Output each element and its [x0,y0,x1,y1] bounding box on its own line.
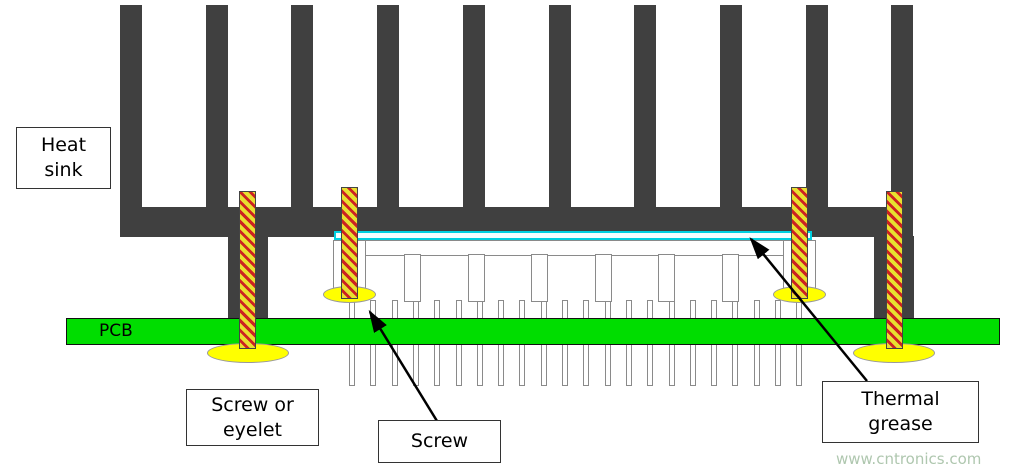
heat-sink-fin [548,5,571,208]
watermark: www.cntronics.com [836,450,982,468]
pcb-label: PCB [99,321,133,341]
heat-sink-label-text: Heat sink [40,134,87,181]
thermal-grease-label-text: Thermal grease [861,388,940,435]
heat-sink-fin [634,5,657,208]
screw-left-inner [341,187,358,299]
component-lead [658,254,676,302]
heat-sink-fin [291,5,314,208]
component-lead [594,254,612,302]
thermal-grease-label: Thermal grease [822,381,979,443]
thermal-grease-layer [334,231,812,240]
heat-sink-fin [719,5,742,208]
component-lead [467,254,485,302]
heat-sink-fin [805,5,828,208]
screw-or-eyelet-label: Screw or eyelet [186,389,319,446]
heat-sink-fin [120,5,142,208]
pcb-board [66,318,1000,345]
screw-or-eyelet-label-text: Screw or eyelet [211,393,294,441]
component-lead [404,254,421,302]
screw-right-outer [886,191,903,349]
screw-label-text: Screw [410,430,469,453]
heat-sink-fin [377,5,400,208]
screw-label: Screw [378,420,501,463]
heat-sink-fin [891,5,914,208]
heat-sink-label: Heat sink [16,127,111,189]
component-lead [531,254,549,302]
component-lead [722,254,739,302]
screw-right-inner [791,187,808,299]
heat-sink-fin [462,5,485,208]
screw-left-outer [239,191,256,349]
heat-sink-fin [205,5,228,208]
